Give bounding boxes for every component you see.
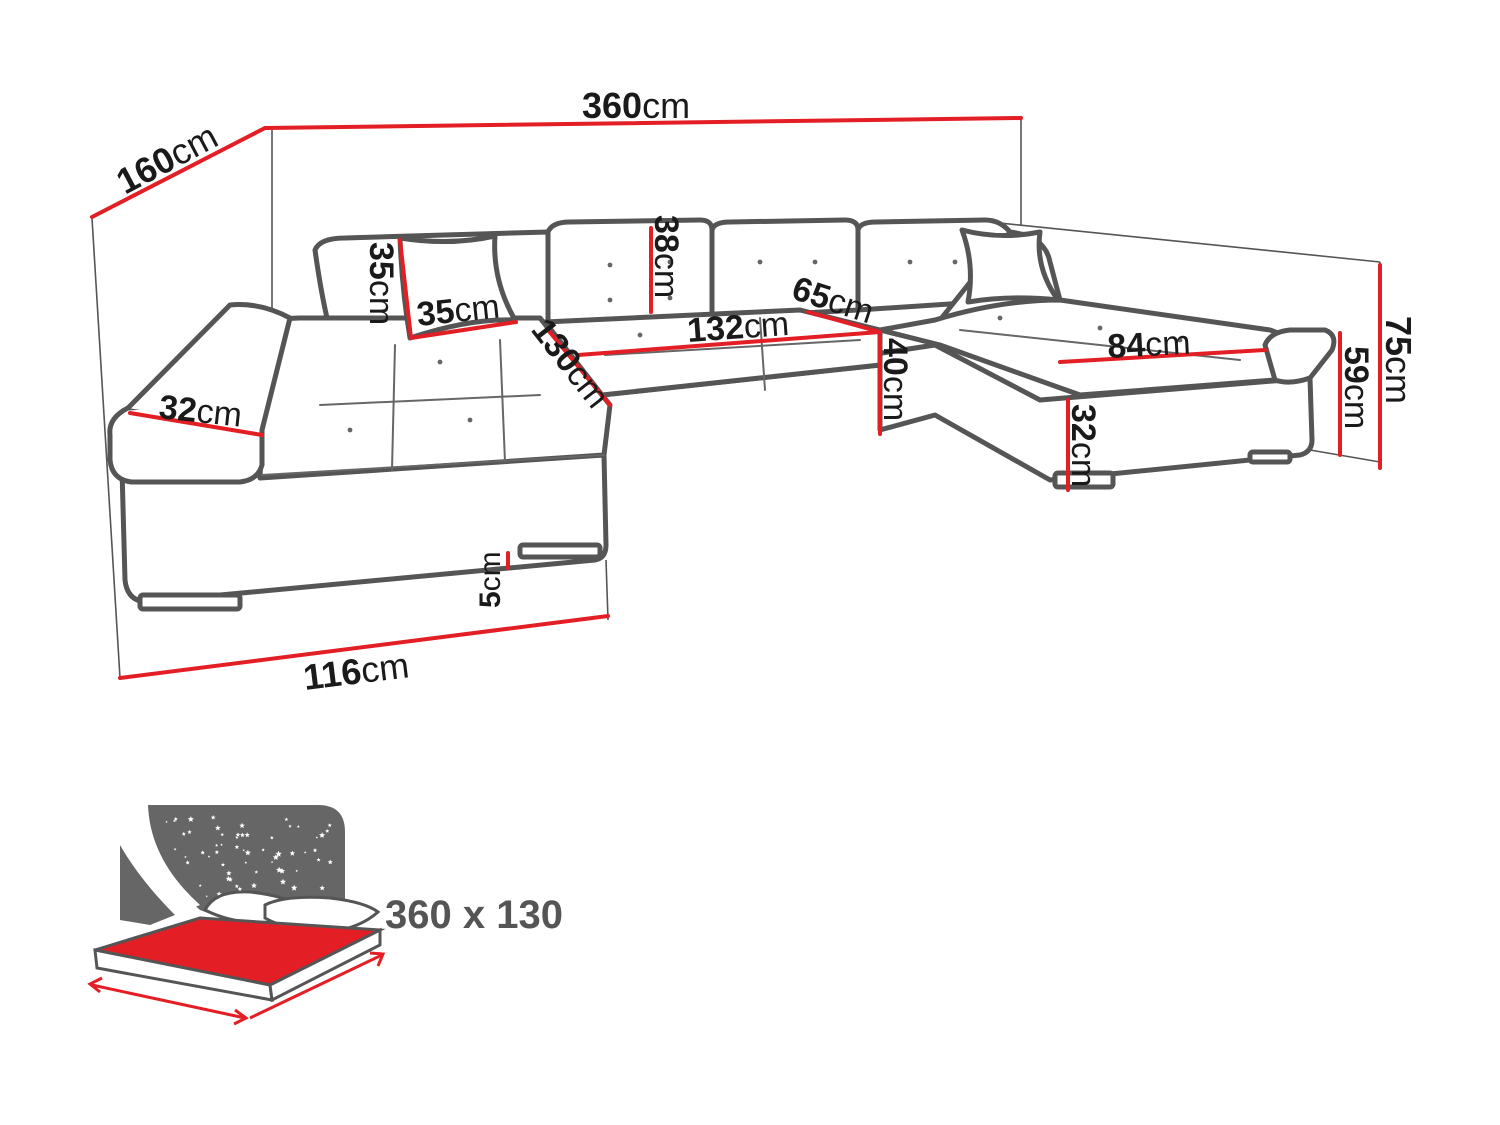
star-icon xyxy=(173,819,176,823)
dim-line-132 xyxy=(576,330,882,357)
label-40: 40cm xyxy=(876,338,914,421)
label-160: 160cm xyxy=(110,115,225,202)
dim-line-130 xyxy=(546,328,612,407)
star-icon xyxy=(327,823,332,827)
star-icon xyxy=(237,886,243,892)
star-icon xyxy=(207,855,211,858)
star-icon xyxy=(235,832,241,837)
star-icon xyxy=(227,876,233,882)
dim-line-65 xyxy=(806,310,882,334)
star-icon xyxy=(187,816,194,822)
star-icon xyxy=(184,855,187,859)
dim-line-360 xyxy=(263,116,1023,130)
label-5: 5cm xyxy=(474,551,507,608)
star-icon xyxy=(319,885,325,891)
star-icon xyxy=(165,820,168,823)
star-icon xyxy=(235,835,239,839)
star-icon xyxy=(316,857,321,862)
star-icon xyxy=(214,850,219,855)
star-icon xyxy=(279,878,286,885)
star-icon xyxy=(215,825,221,831)
star-icon xyxy=(240,832,245,838)
star-icon xyxy=(319,832,326,838)
star-icon xyxy=(225,875,232,882)
star-icon xyxy=(312,848,318,853)
star-icon xyxy=(165,815,333,902)
label-35-width: 35cm xyxy=(415,287,502,333)
star-icon xyxy=(200,850,205,855)
star-icon xyxy=(254,870,258,874)
star-icon xyxy=(205,895,208,898)
star-icon xyxy=(244,861,248,864)
label-360: 360cm xyxy=(582,85,690,126)
label-32-arm: 32cm xyxy=(157,388,244,434)
label-59: 59cm xyxy=(1337,346,1375,429)
star-icon xyxy=(284,817,289,821)
label-75: 75cm xyxy=(1378,316,1419,404)
dim-line-35-height xyxy=(398,238,413,340)
star-icon xyxy=(289,850,295,856)
dim-line-116 xyxy=(118,614,610,680)
star-icon xyxy=(272,854,279,860)
star-icon xyxy=(220,832,224,837)
dimension-labels: 360cm 160cm 116cm 38cm 35cm 35cm 130cm 1… xyxy=(110,85,1419,698)
star-icon xyxy=(275,850,282,857)
dim-line-84 xyxy=(1058,348,1267,364)
label-132: 132cm xyxy=(686,305,790,350)
star-icon xyxy=(234,844,240,849)
star-icon xyxy=(173,816,178,821)
star-icon xyxy=(181,831,186,836)
star-icon xyxy=(327,859,333,865)
label-32-height: 32cm xyxy=(1064,404,1102,487)
label-84: 84cm xyxy=(1106,324,1191,366)
star-icon xyxy=(215,843,219,847)
star-icon xyxy=(173,847,177,851)
star-icon xyxy=(270,860,274,864)
star-icon xyxy=(325,829,330,833)
dim-line-35-width xyxy=(409,320,518,340)
star-icon xyxy=(279,868,286,874)
star-icon xyxy=(187,829,192,834)
dim-line-32-arm xyxy=(128,411,264,437)
sofa-outline xyxy=(107,217,1337,612)
tufting-buttons xyxy=(347,259,1183,433)
bed-function-icon xyxy=(87,805,386,1026)
star-icon xyxy=(198,884,202,887)
star-icon xyxy=(239,822,245,828)
star-icon xyxy=(244,849,251,856)
back-pillow-left xyxy=(397,233,518,341)
star-icon xyxy=(270,835,274,840)
star-icon xyxy=(303,851,307,854)
star-icon xyxy=(242,849,245,852)
star-icon xyxy=(295,869,298,872)
star-icon xyxy=(220,862,225,867)
star-icon xyxy=(185,860,190,865)
label-116: 116cm xyxy=(301,644,411,698)
star-icon xyxy=(288,824,292,828)
star-icon xyxy=(291,884,298,891)
star-icon xyxy=(296,825,300,828)
bed-size-label: 360 x 130 xyxy=(385,893,563,937)
star-icon xyxy=(244,832,250,838)
star-icon xyxy=(234,884,239,888)
star-icon xyxy=(251,882,257,889)
star-icon xyxy=(216,891,222,897)
star-icon xyxy=(226,870,232,876)
dim-line-160 xyxy=(90,126,267,219)
dimension-lines xyxy=(90,116,1382,680)
star-icon xyxy=(210,815,216,820)
star-icon xyxy=(220,843,223,846)
label-35-height: 35cm xyxy=(362,242,400,325)
star-icon xyxy=(261,848,265,852)
star-icon xyxy=(315,836,318,839)
label-38: 38cm xyxy=(647,215,685,298)
back-pillow-right xyxy=(959,227,1061,305)
